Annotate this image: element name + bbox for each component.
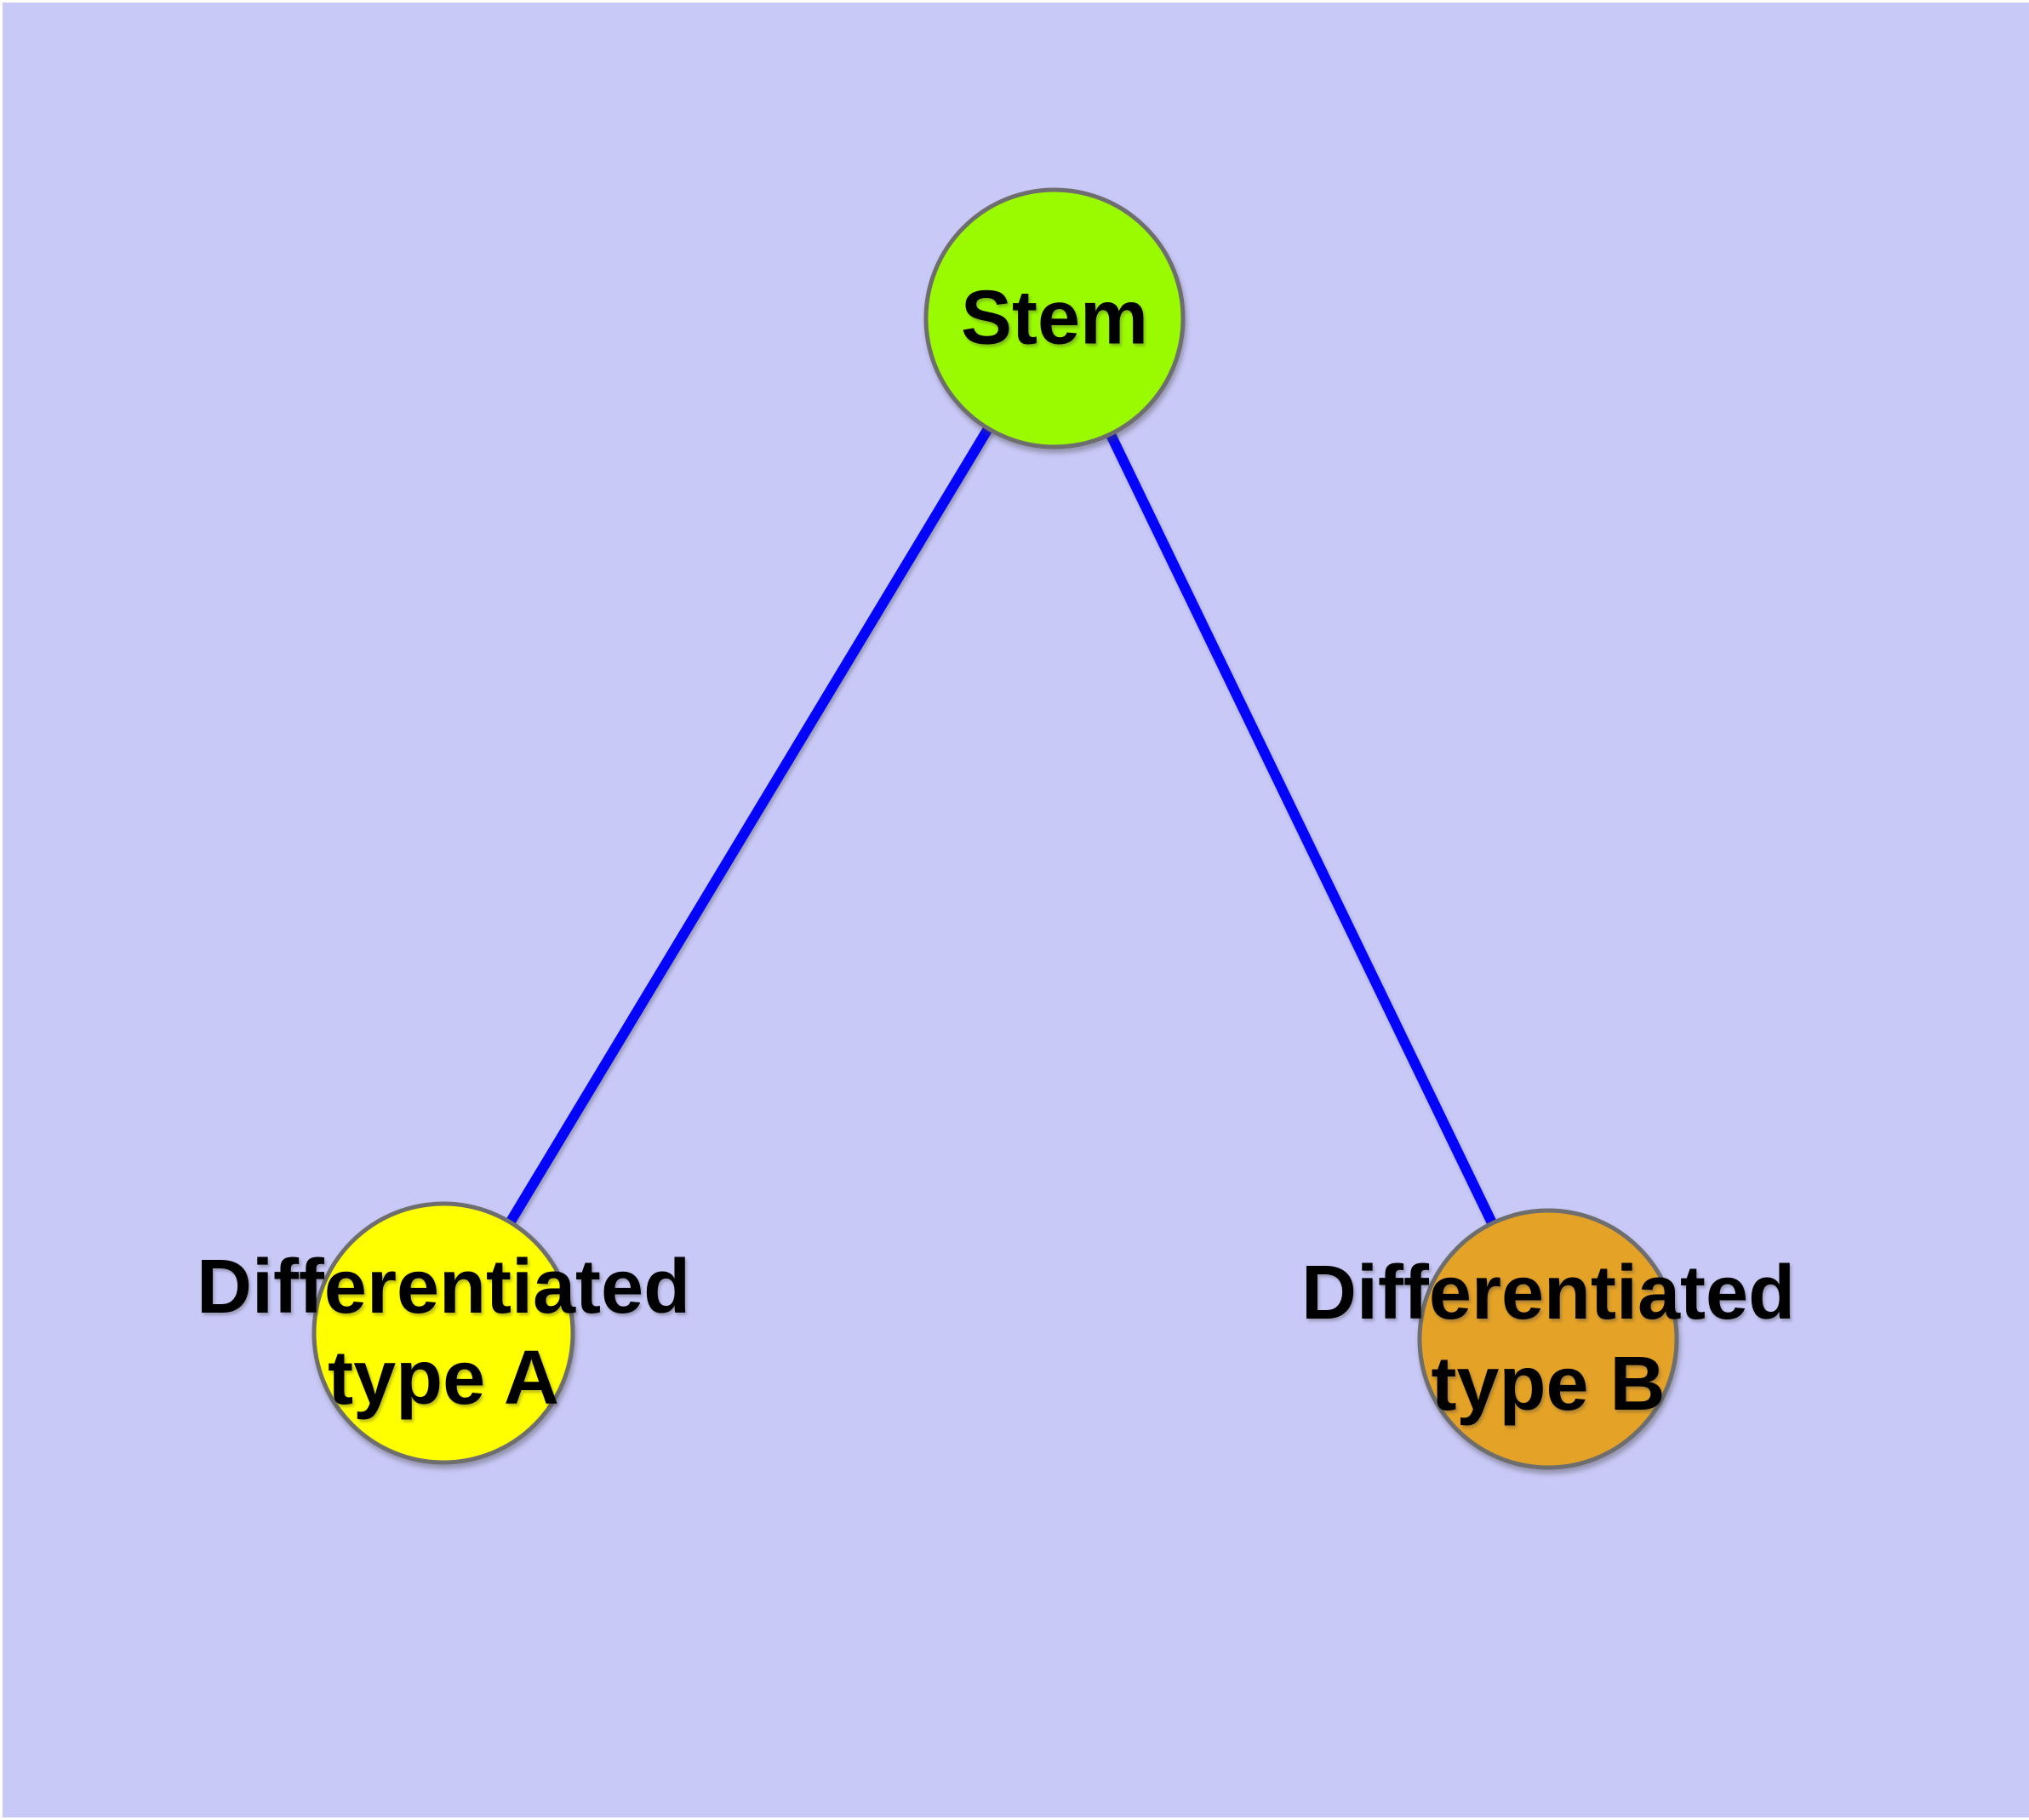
edge-stem-to-type-b — [1049, 316, 1553, 1342]
differentiated-type-b-node-circle — [1417, 1208, 1679, 1470]
differentiated-type-a-node-circle — [311, 1201, 575, 1465]
stem-node-circle — [923, 187, 1186, 449]
edge-stem-to-type-a — [438, 315, 1060, 1336]
